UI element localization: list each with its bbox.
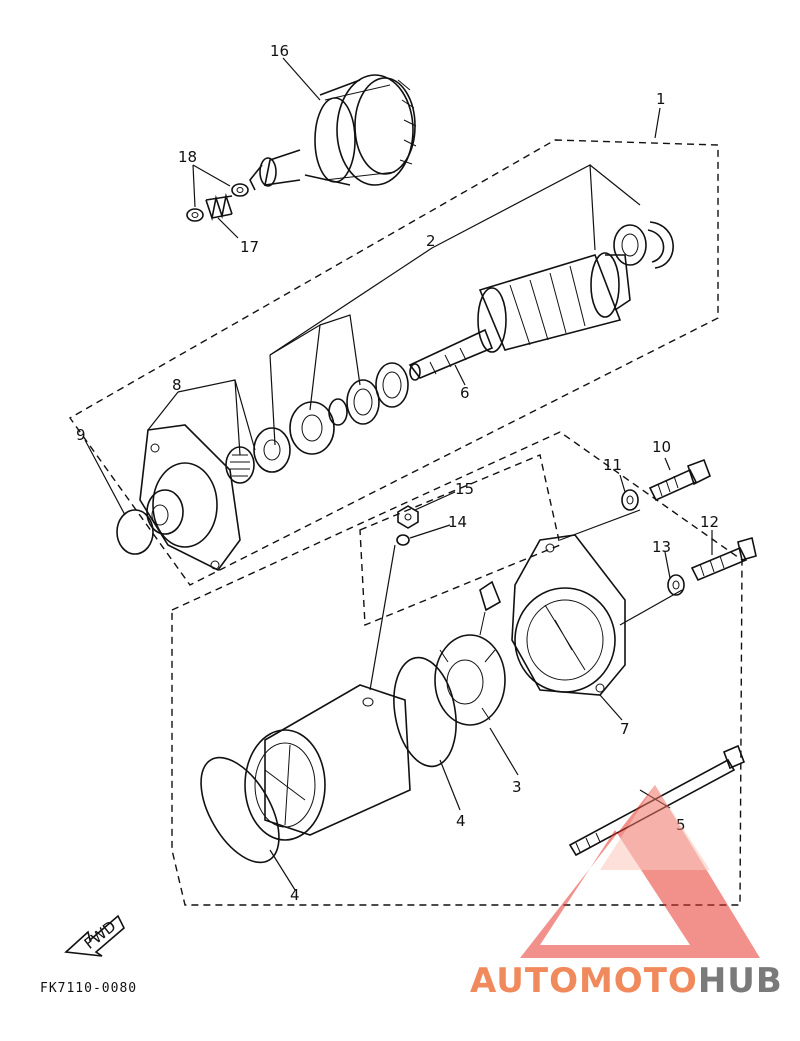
starter-clutch-16 <box>249 74 417 191</box>
through-bolt-5 <box>568 744 746 857</box>
callout-3: 3 <box>512 778 522 796</box>
washer-13 <box>667 574 685 596</box>
callout-13: 13 <box>652 538 671 556</box>
watermark-text: AUTOMOTOHUB <box>470 961 783 1001</box>
brush-holder-3 <box>434 580 506 726</box>
washer-11 <box>621 489 639 511</box>
leader-lines <box>84 57 713 891</box>
callout-9: 9 <box>76 426 86 444</box>
fwd-arrow-icon: FWD <box>64 914 125 957</box>
o-ring-9 <box>116 509 154 555</box>
callout-14: 14 <box>448 513 467 531</box>
rear-cover-7 <box>511 534 626 696</box>
bolt-12 <box>690 536 757 582</box>
callout-2: 2 <box>426 232 436 250</box>
watermark-part2: HUB <box>698 961 783 1001</box>
callout-7: 7 <box>620 720 630 738</box>
callout-4-rear: 4 <box>456 812 466 830</box>
callout-10: 10 <box>652 438 671 456</box>
nut-15 <box>397 505 419 529</box>
assembly-boundary-1 <box>68 139 719 586</box>
armature-2 <box>408 252 631 381</box>
callout-18: 18 <box>178 148 197 166</box>
callout-15: 15 <box>455 480 474 498</box>
callout-4-front: 4 <box>290 886 300 904</box>
callout-12: 12 <box>700 513 719 531</box>
o-ring-4-rear <box>393 656 457 768</box>
watermark-logo-icon <box>520 785 760 958</box>
armature-rings <box>613 221 674 269</box>
bolt-10 <box>648 458 712 502</box>
washer-14 <box>396 534 410 546</box>
callout-17: 17 <box>240 238 259 256</box>
callout-6: 6 <box>460 384 470 402</box>
washers-stack <box>253 362 409 473</box>
spring-17 <box>205 192 233 222</box>
callout-11: 11 <box>603 456 622 474</box>
assembly-boundary-main <box>171 431 743 906</box>
front-cover <box>139 424 241 572</box>
yoke-housing <box>244 684 411 841</box>
callout-8: 8 <box>172 376 182 394</box>
watermark-part1: AUTOMOTO <box>470 961 698 1001</box>
callout-16: 16 <box>270 42 289 60</box>
callout-5: 5 <box>676 816 686 834</box>
o-ring-4-front <box>200 756 280 864</box>
drawing-code: FK7110-0080 <box>40 981 137 996</box>
callout-1: 1 <box>656 90 666 108</box>
washers-18 <box>186 183 249 222</box>
hardware-boundary <box>359 454 561 627</box>
